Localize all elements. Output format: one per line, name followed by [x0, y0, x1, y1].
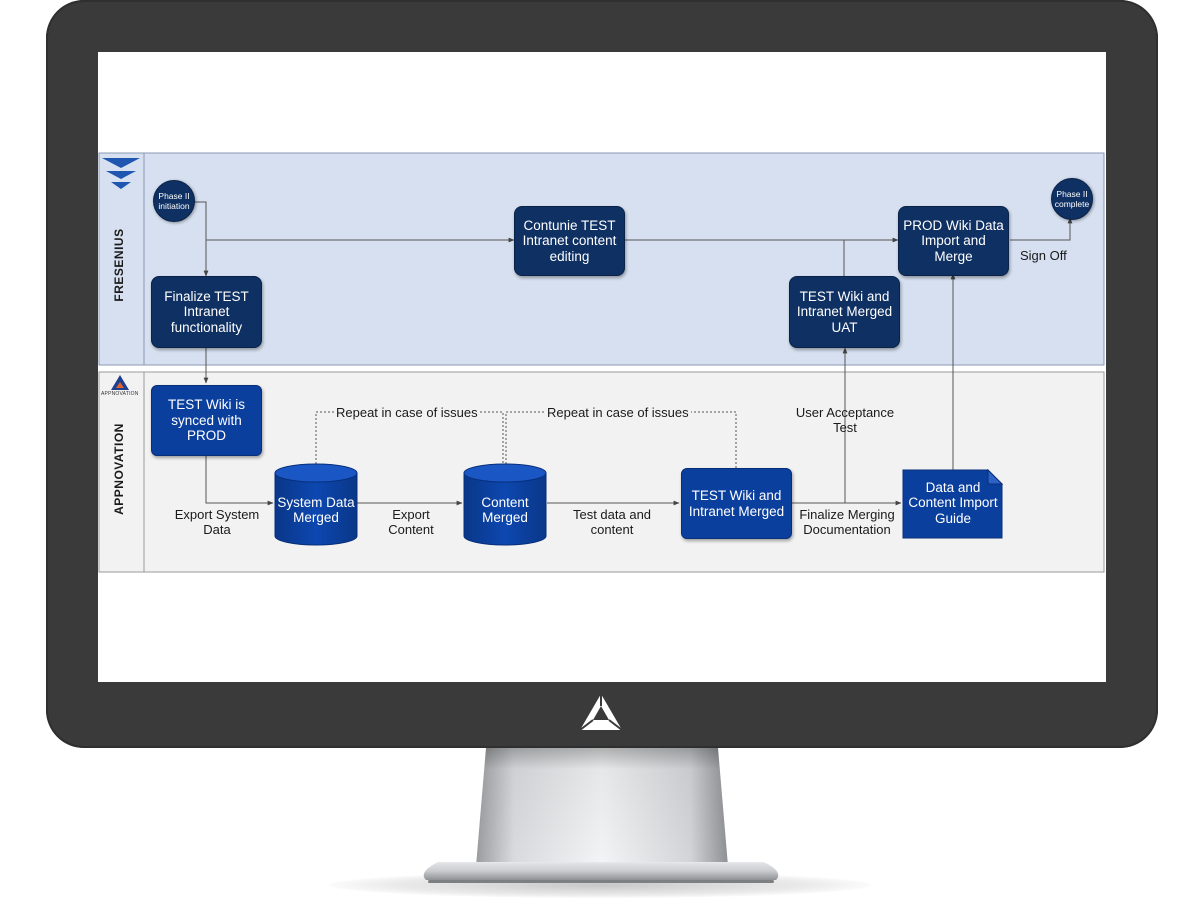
sign-off-label: Sign Off — [1020, 248, 1067, 263]
screen: FRESENIUS APPNOVATION APPNOVATION Phase … — [98, 52, 1106, 682]
test-data-label: Test data and content — [572, 507, 652, 537]
diagram-canvas — [98, 152, 1105, 573]
cylinder-system-data — [274, 463, 358, 546]
finalize-test-node[interactable]: Finalize TEST Intranet functionality — [151, 276, 262, 348]
cylinder-content-merged — [463, 463, 547, 546]
phase-start-node[interactable]: Phase II initiation — [153, 180, 195, 222]
wiki-synced-node[interactable]: TEST Wiki is synced with PROD — [151, 385, 262, 456]
continue-test-node[interactable]: Contunie TEST Intranet content editing — [514, 206, 625, 276]
lane-label-fresenius: FRESENIUS — [112, 228, 126, 302]
system-data-label[interactable]: System Data Merged — [277, 494, 355, 526]
appnovation-logo — [111, 375, 129, 390]
uat-node[interactable]: TEST Wiki and Intranet Merged UAT — [789, 276, 900, 348]
repeat-label-2: Repeat in case of issues — [545, 405, 691, 420]
export-content-label: Export Content — [388, 507, 434, 537]
user-acceptance-label: User Acceptance Test — [795, 405, 895, 435]
monitor-stand-base — [423, 862, 779, 883]
content-merged-label[interactable]: Content Merged — [481, 494, 529, 526]
fresenius-logo — [102, 158, 140, 189]
test-wiki-merged-node[interactable]: TEST Wiki and Intranet Merged — [681, 468, 792, 539]
finalize-merging-label: Finalize Merging Documentation — [799, 507, 895, 537]
lane-label-appnovation: APPNOVATION — [112, 423, 126, 515]
monitor-stand-neck — [476, 748, 728, 866]
repeat-label-1: Repeat in case of issues — [334, 405, 480, 420]
import-guide-label[interactable]: Data and Content Import Guide — [908, 479, 998, 526]
appnovation-logo-text: APPNOVATION — [101, 391, 139, 397]
document-import-guide — [902, 468, 1004, 539]
prod-wiki-node[interactable]: PROD Wiki Data Import and Merge — [898, 206, 1009, 276]
phase-end-node[interactable]: Phase II complete — [1051, 178, 1093, 220]
export-system-label: Export System Data — [174, 507, 260, 537]
monitor-brand-icon — [579, 694, 623, 731]
